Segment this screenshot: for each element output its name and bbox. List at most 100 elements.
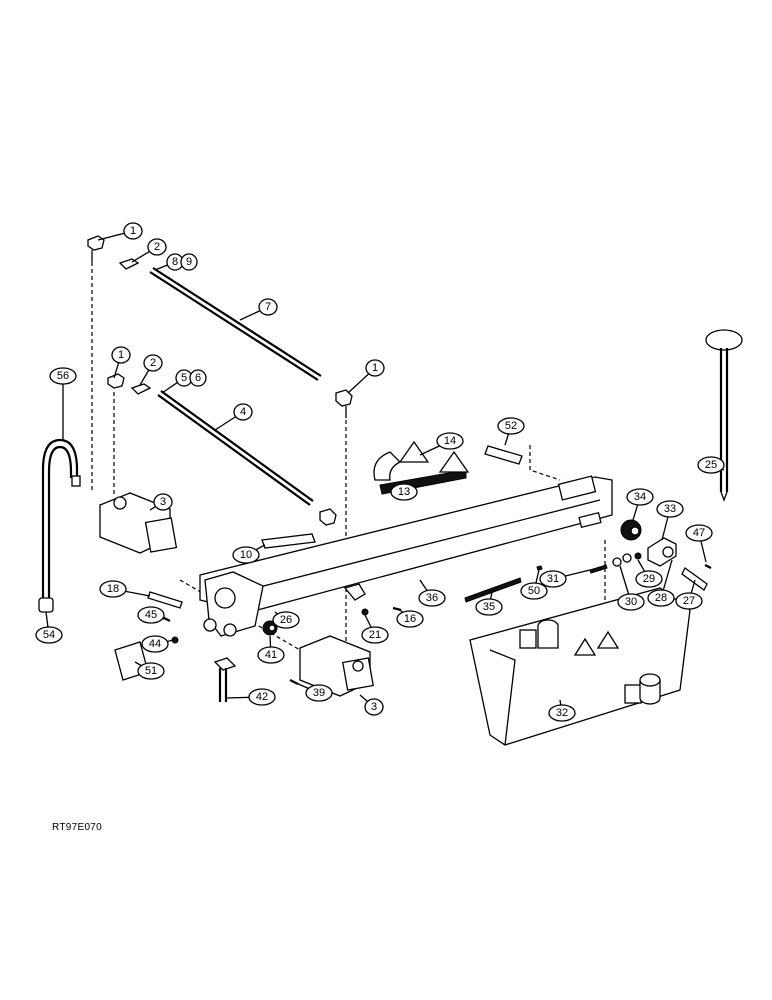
callout-28: 28 bbox=[647, 559, 675, 607]
callout-circle bbox=[141, 635, 169, 653]
callout-circle bbox=[539, 570, 567, 588]
callout-circle bbox=[365, 359, 385, 377]
callout-circle bbox=[257, 646, 285, 664]
callout-circle bbox=[697, 456, 725, 474]
callout-circle bbox=[111, 346, 131, 364]
callout-circle bbox=[99, 580, 127, 598]
callout-21: 21 bbox=[361, 614, 389, 644]
callout-number: 3 bbox=[160, 496, 166, 508]
callout-56: 56 bbox=[49, 367, 77, 440]
callout-circle bbox=[361, 626, 389, 644]
callout-number: 26 bbox=[280, 614, 292, 626]
callout-number: 50 bbox=[528, 585, 540, 597]
callout-circle bbox=[685, 524, 713, 542]
callout-circle bbox=[626, 488, 654, 506]
callout-33: 33 bbox=[656, 500, 684, 541]
callout-circle bbox=[418, 589, 446, 607]
callout-number: 6 bbox=[195, 372, 201, 384]
callout-circle bbox=[248, 688, 276, 706]
callout-39: 39 bbox=[295, 682, 333, 702]
callout-35: 35 bbox=[475, 591, 503, 616]
callout-number: 36 bbox=[426, 592, 438, 604]
callout-circle bbox=[305, 684, 333, 702]
callout-31: 31 bbox=[539, 569, 591, 588]
callout-circle bbox=[475, 598, 503, 616]
callout-circle bbox=[656, 500, 684, 518]
callout-number: 28 bbox=[655, 592, 667, 604]
callout-34: 34 bbox=[626, 488, 654, 521]
callout-circle bbox=[647, 589, 675, 607]
callout-7: 7 bbox=[239, 298, 278, 321]
callout-16: 16 bbox=[396, 609, 424, 628]
callout-32: 32 bbox=[548, 699, 576, 722]
callout-number: 41 bbox=[265, 649, 277, 661]
callout-number: 18 bbox=[107, 583, 119, 595]
callout-number: 9 bbox=[186, 256, 192, 268]
callout-number: 31 bbox=[547, 573, 559, 585]
callout-circle bbox=[123, 222, 143, 240]
callout-number: 25 bbox=[705, 459, 717, 471]
callout-circle bbox=[617, 593, 645, 611]
callout-number: 1 bbox=[372, 362, 378, 374]
callout-54: 54 bbox=[35, 611, 63, 644]
callout-2: 2 bbox=[131, 238, 167, 263]
callout-circle bbox=[35, 626, 63, 644]
callout-circle bbox=[520, 582, 548, 600]
callout-number: 52 bbox=[505, 420, 517, 432]
callout-45: 45 bbox=[137, 606, 165, 624]
callout-number: 10 bbox=[240, 549, 252, 561]
callout-number: 7 bbox=[265, 301, 271, 313]
callout-number: 2 bbox=[150, 357, 156, 369]
callout-number: 1 bbox=[118, 349, 124, 361]
callout-number: 13 bbox=[398, 486, 410, 498]
callout-circle bbox=[153, 493, 173, 511]
callout-number: 47 bbox=[693, 527, 705, 539]
callout-number: 1 bbox=[130, 225, 136, 237]
callout-13: 13 bbox=[390, 483, 421, 501]
callout-44: 44 bbox=[141, 635, 175, 653]
callout-circle bbox=[233, 403, 253, 421]
callout-number: 45 bbox=[145, 609, 157, 621]
callout-circle bbox=[364, 698, 384, 716]
callout-number: 44 bbox=[149, 638, 161, 650]
callout-circle bbox=[436, 432, 464, 450]
callout-number: 8 bbox=[172, 256, 178, 268]
callout-9: 9 bbox=[180, 253, 198, 271]
callout-number: 56 bbox=[57, 370, 69, 382]
callout-29: 29 bbox=[635, 559, 663, 588]
callout-18: 18 bbox=[99, 580, 151, 598]
callout-number: 3 bbox=[371, 701, 377, 713]
callout-circle bbox=[635, 570, 663, 588]
callout-52: 52 bbox=[497, 417, 525, 446]
callout-number: 16 bbox=[404, 613, 416, 625]
callout-number: 2 bbox=[154, 241, 160, 253]
callout-number: 51 bbox=[145, 665, 157, 677]
callout-5: 5 bbox=[161, 369, 193, 394]
callout-circle bbox=[396, 610, 424, 628]
callout-circle bbox=[189, 369, 207, 387]
callout-number: 34 bbox=[634, 491, 646, 503]
callout-number: 4 bbox=[240, 406, 246, 418]
callout-circle bbox=[272, 611, 300, 629]
callout-number: 21 bbox=[369, 629, 381, 641]
callout-25: 25 bbox=[697, 456, 725, 474]
callout-1: 1 bbox=[97, 222, 143, 241]
callout-circle bbox=[390, 483, 418, 501]
callout-circle bbox=[548, 704, 576, 722]
callout-1: 1 bbox=[111, 346, 131, 379]
callout-circle bbox=[675, 592, 703, 610]
figure-id: RT97E070 bbox=[52, 822, 103, 833]
callout-circle bbox=[258, 298, 278, 316]
callout-number: 54 bbox=[43, 629, 55, 641]
callout-circle bbox=[49, 367, 77, 385]
callout-6: 6 bbox=[189, 369, 207, 387]
callout-circle bbox=[143, 354, 163, 372]
callout-41: 41 bbox=[257, 635, 285, 664]
callout-1: 1 bbox=[347, 359, 385, 394]
callout-47: 47 bbox=[685, 524, 713, 563]
callout-51: 51 bbox=[134, 661, 165, 680]
callout-number: 42 bbox=[256, 691, 268, 703]
callout-number: 29 bbox=[643, 573, 655, 585]
